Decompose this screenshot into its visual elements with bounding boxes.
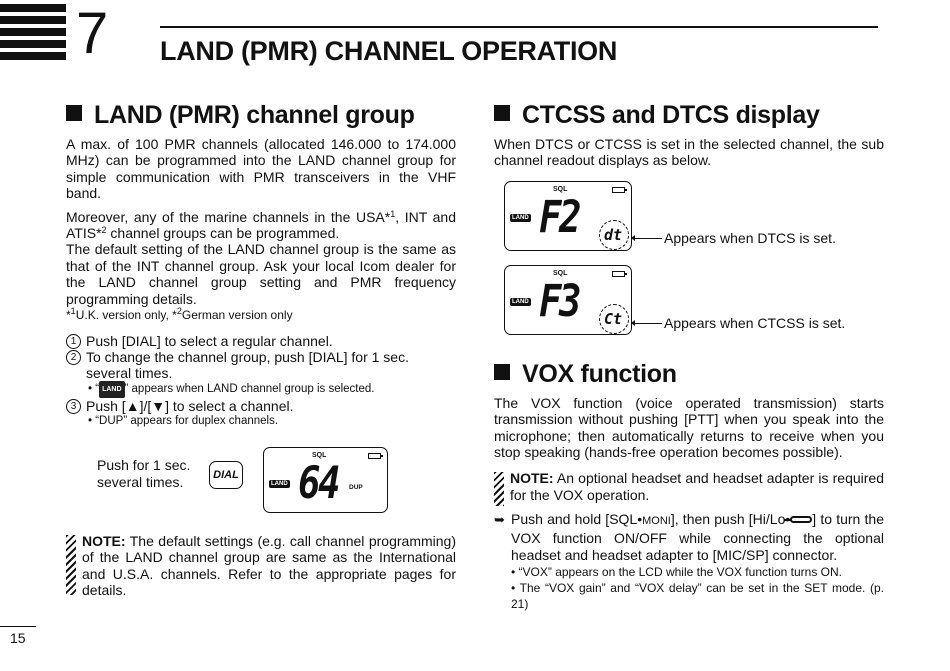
battery-icon xyxy=(368,453,383,460)
battery-icon xyxy=(612,186,627,193)
dtcs-callout: Appears when DTCS is set. xyxy=(664,229,836,246)
note-hatch-icon xyxy=(66,535,76,596)
chapter-tab-stripe xyxy=(0,52,66,60)
chapter-tab-stripe xyxy=(0,16,66,24)
sub-readout-ring xyxy=(599,303,629,334)
callout-arrow xyxy=(631,235,662,242)
land-indicator-icon: LAND xyxy=(99,381,125,399)
footnote: *1U.K. version only, *2German version on… xyxy=(66,306,293,323)
ctcss-callout: Appears when CTCSS is set. xyxy=(664,314,846,331)
chapter-tab-stripe xyxy=(0,4,66,12)
channel-digits: F3 xyxy=(539,275,581,327)
ctcss-indicator: Ct xyxy=(604,309,623,328)
right-column: CTCSS and DTCS display When DTCS or CTCS… xyxy=(494,98,884,612)
key-lock-icon xyxy=(784,516,813,524)
section-heading-vox: VOX function xyxy=(494,357,884,391)
vox-bullet-2: • The “VOX gain” and “VOX delay” can be … xyxy=(511,581,884,612)
vox-bullet-1: • “VOX” appears on the LCD while the VOX… xyxy=(511,565,843,580)
land-note: NOTE: The default settings (e.g. call ch… xyxy=(66,533,456,599)
land-para-3: The default setting of the LAND channel … xyxy=(66,241,456,307)
chapter-title: LAND (PMR) CHANNEL OPERATION xyxy=(160,36,618,66)
step2-note: • “LAND” appears when LAND channel group… xyxy=(86,381,456,399)
sub-readout-ring xyxy=(599,219,629,250)
dtcs-display-row: SQL LAND F2 dt Appears when DTCS is set. xyxy=(494,180,884,259)
lcd-display-f2: SQL LAND F2 dt xyxy=(504,180,632,251)
battery-icon xyxy=(612,270,627,277)
section-square-icon xyxy=(66,105,82,121)
chapter-tab-stripe xyxy=(0,28,66,36)
chapter-number: 7 xyxy=(76,1,109,66)
section-heading-land: LAND (PMR) channel group xyxy=(66,98,456,132)
vox-instruction: ➥ Push and hold [SQL•MONI], then push [H… xyxy=(494,511,884,612)
land-para-2: Moreover, any of the marine channels in … xyxy=(66,208,456,307)
footer-rule xyxy=(0,626,36,627)
dial-key-icon: DIAL xyxy=(209,461,243,490)
callout-arrow xyxy=(631,320,662,327)
lcd-display-f3: SQL LAND F3 Ct xyxy=(504,264,632,335)
note-hatch-icon xyxy=(494,472,504,507)
channel-digits: 64 xyxy=(298,458,340,510)
dtcs-indicator: dt xyxy=(604,225,623,244)
vox-note: NOTE: An optional headset and headset ad… xyxy=(494,470,884,507)
ctcss-para: When DTCS or CTCSS is set in the selecte… xyxy=(494,136,884,169)
vox-para: The VOX function (voice operated transmi… xyxy=(494,394,884,461)
section-square-icon xyxy=(494,105,510,121)
ctcss-display-row: SQL LAND F3 Ct Appears when CTCSS is set… xyxy=(494,264,884,343)
dial-illustration: Push for 1 sec.several times. DIAL SQL L… xyxy=(66,443,456,533)
left-column: LAND (PMR) channel group A max. of 100 P… xyxy=(66,98,456,599)
arrow-right-icon: ➥ xyxy=(494,512,505,528)
step3-note: • “DUP” appears for duplex channels. xyxy=(88,415,279,428)
down-arrow-icon: ▼ xyxy=(151,398,166,415)
channel-digits: F2 xyxy=(539,191,581,243)
header-rule xyxy=(160,26,878,28)
land-para-1: A max. of 100 PMR channels (allocated 14… xyxy=(66,136,456,202)
section-heading-ctcss: CTCSS and DTCS display xyxy=(494,98,884,132)
section-square-icon xyxy=(494,363,510,380)
chapter-tab-stripe xyxy=(0,40,66,48)
up-arrow-icon: ▲ xyxy=(125,398,140,415)
lcd-display-64: SQL LAND 64 DUP xyxy=(263,447,388,514)
page-number: 15 xyxy=(10,630,26,646)
push-instruction: Push for 1 sec.several times. xyxy=(97,457,191,491)
